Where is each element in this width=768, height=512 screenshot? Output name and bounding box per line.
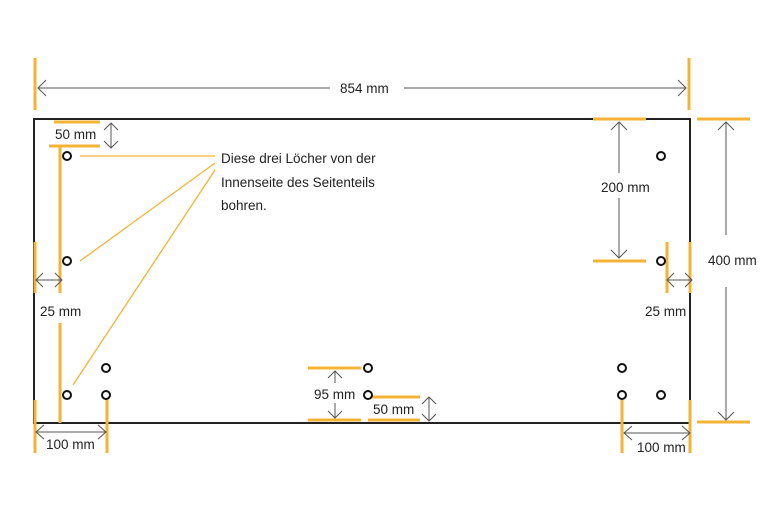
left-edge-dimension: 25 mm [33,146,81,423]
drill-hole [62,151,72,161]
width-dimension: 854 mm [33,58,691,110]
width-label: 854 mm [340,81,389,96]
left-edge-label: 25 mm [40,304,81,319]
bottom-left-label: 100 mm [46,437,95,452]
drill-hole [617,363,627,373]
right-spacing-dimension: 200 mm [593,117,650,263]
middle-bottom-dimension: 50 mm [368,395,437,422]
note-line-2: Innenseite des Seitenteils [221,175,375,190]
drill-holes [62,151,666,400]
drill-hole [62,256,72,266]
middle-spacing-dimension: 95 mm [308,366,361,422]
middle-spacing-label: 95 mm [314,387,355,402]
bottom-right-label: 100 mm [637,440,686,455]
top-offset-label: 50 mm [55,127,96,142]
right-edge-dimension: 25 mm [645,242,693,319]
height-label: 400 mm [708,253,757,268]
drill-hole [363,390,373,400]
note-line-3: bohren. [221,198,267,213]
height-dimension: 400 mm [697,117,757,424]
bottom-right-dimension: 100 mm [620,400,692,455]
drill-hole [62,390,72,400]
drill-hole [656,256,666,266]
bottom-left-dimension: 100 mm [33,395,109,453]
right-spacing-label: 200 mm [601,180,650,195]
drill-hole [656,390,666,400]
middle-bottom-label: 50 mm [373,402,414,417]
drill-hole [617,390,627,400]
drill-hole [101,390,111,400]
note-line-1: Diese drei Löcher von der [221,151,376,166]
top-offset-dimension: 50 mm [49,120,119,149]
right-edge-label: 25 mm [645,304,686,319]
callout: Diese drei Löcher von der Innenseite des… [72,151,376,386]
drill-hole [656,151,666,161]
drill-hole [101,363,111,373]
drill-hole [363,363,373,373]
